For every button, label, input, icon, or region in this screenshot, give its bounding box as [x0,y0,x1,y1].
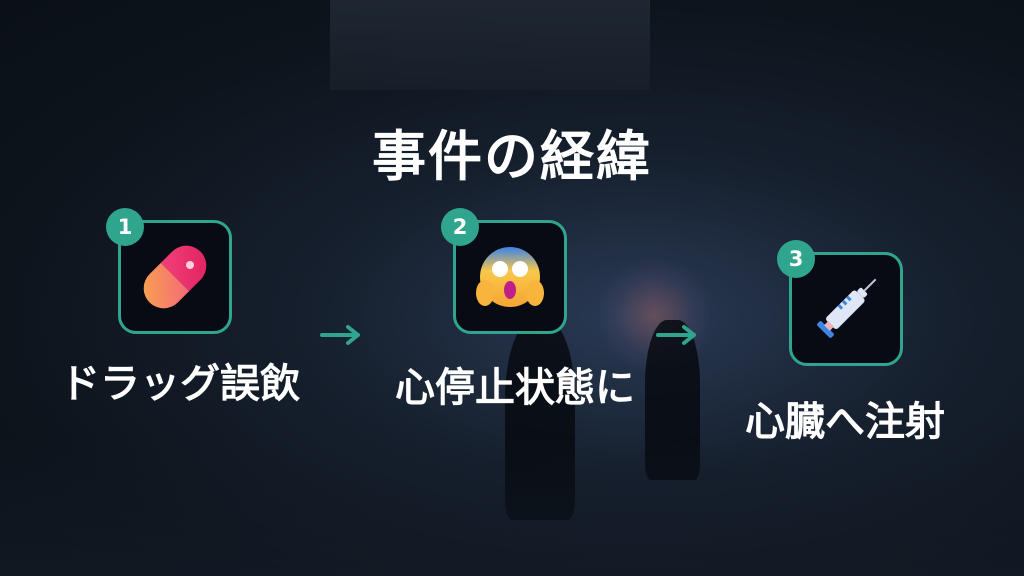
background-ceiling [330,0,650,90]
step-1-label: ドラッグ誤飲 [60,361,300,407]
step-1-number-badge: 1 [106,208,144,246]
face-screaming-in-fear-icon [476,247,544,307]
step-3-label: 心臓へ注射 [745,399,945,445]
step-2-number-badge: 2 [441,208,479,246]
step-3-number-badge: 3 [777,240,815,278]
background-floor [0,436,1024,576]
pill-icon [143,245,207,309]
step-2-icon-box [453,220,567,334]
arrow-right-icon [320,325,360,345]
step-2-label: 心停止状態に [395,365,635,411]
syringe-icon [817,278,877,338]
step-1-icon-box [118,220,232,334]
page-title: 事件の経緯 [372,125,652,188]
arrow-right-icon [656,325,696,345]
